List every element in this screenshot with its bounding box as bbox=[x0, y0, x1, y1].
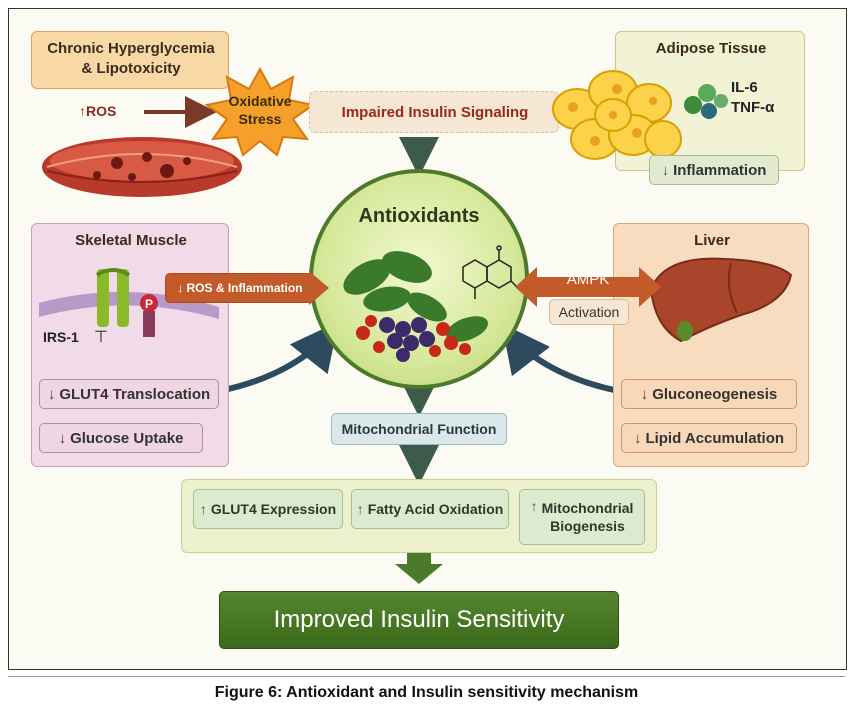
liver-title: Liver bbox=[694, 232, 730, 249]
inflammation-box: ↓Inflammation bbox=[649, 155, 779, 185]
glucose-uptake-box: ↓Glucose Uptake bbox=[39, 423, 203, 453]
arrow-down-icon: ↓ bbox=[633, 429, 642, 447]
arrow-down-icon: ↓ bbox=[47, 385, 56, 403]
ros-label: ↑ROS bbox=[79, 103, 117, 119]
hyperglycemia-box: Chronic Hyperglycemia & Lipotoxicity bbox=[31, 31, 229, 89]
result-label: Improved Insulin Sensitivity bbox=[273, 606, 565, 633]
il6-label: IL-6 bbox=[731, 79, 758, 96]
hyperglycemia-line2: & Lipotoxicity bbox=[81, 60, 181, 77]
ampk-label: AMPK bbox=[566, 271, 610, 288]
skeletal-muscle-title: Skeletal Muscle bbox=[75, 232, 187, 249]
arrow-up-icon: ↑ bbox=[530, 498, 538, 514]
impaired-signaling-label: Impaired Insulin Signaling bbox=[341, 104, 529, 121]
liver-to-antioxidant-arrow bbox=[501, 323, 620, 394]
result-arrow bbox=[395, 544, 443, 584]
activation-box: Activation bbox=[549, 299, 629, 325]
tnf-label: TNF-α bbox=[731, 99, 775, 116]
mitochondrial-function-box: Mitochondrial Function bbox=[331, 413, 507, 445]
chemical-structure-icon bbox=[462, 245, 518, 299]
arrow-up-icon: ↑ bbox=[199, 501, 207, 517]
hyperglycemia-line1: Chronic Hyperglycemia bbox=[47, 40, 215, 57]
mitochondrial-biogenesis-line1: Mitochondrial bbox=[541, 500, 634, 516]
inhibit-icon: ⊤ bbox=[94, 329, 108, 346]
glut4-expression-box: ↑GLUT4 Expression bbox=[193, 489, 343, 529]
result-box: Improved Insulin Sensitivity bbox=[219, 591, 619, 649]
berries-and-leaves-image bbox=[343, 251, 489, 362]
oxidative-stress-line1: Oxidative bbox=[228, 93, 292, 109]
arrow-down-icon: ↓ bbox=[58, 429, 67, 447]
ampk-double-arrow bbox=[515, 267, 661, 307]
fatty-acid-oxidation-box: ↑Fatty Acid Oxidation bbox=[351, 489, 509, 529]
irs1-label: IRS-1 bbox=[43, 329, 79, 345]
caption-rule bbox=[8, 676, 845, 677]
gluconeogenesis-box: ↓Gluconeogenesis bbox=[621, 379, 797, 409]
cytokine-molecules-icon bbox=[684, 84, 728, 119]
glut4-translocation-box: ↓GLUT4 Translocation bbox=[39, 379, 219, 409]
arrow-up-icon: ↑ bbox=[79, 103, 86, 119]
figure-caption: Figure 6: Antioxidant and Insulin sensit… bbox=[214, 684, 639, 701]
oxidative-stress-line2: Stress bbox=[238, 111, 282, 127]
adipocyte-cluster-image bbox=[552, 70, 682, 160]
arrow-down-icon: ↓ bbox=[177, 281, 184, 295]
diagram-frame: Chronic Hyperglycemia & Lipotoxicity ↑RO… bbox=[8, 8, 847, 670]
lipid-accumulation-box: ↓Lipid Accumulation bbox=[621, 423, 797, 453]
arrow-up-icon: ↑ bbox=[356, 501, 364, 517]
oxidative-stress-burst bbox=[205, 67, 315, 157]
impaired-signaling-band: Impaired Insulin Signaling bbox=[309, 91, 559, 133]
ros-arrowhead bbox=[309, 271, 329, 305]
arrow-down-icon: ↓ bbox=[640, 385, 649, 403]
mitochondrial-function-label: Mitochondrial Function bbox=[341, 421, 497, 437]
antioxidants-title: Antioxidants bbox=[358, 205, 480, 227]
ros-inflammation-arrow-label: ↓ROS & Inflammation bbox=[165, 273, 315, 303]
mitochondrial-biogenesis-line2: Biogenesis bbox=[550, 518, 625, 534]
arrow-down-icon: ↓ bbox=[661, 161, 670, 179]
inflammation-label: Inflammation bbox=[673, 161, 767, 179]
connector-layer bbox=[111, 96, 727, 584]
muscle-fiber-image bbox=[42, 137, 242, 197]
mitochondrial-biogenesis-box: ↑ Mitochondrial Biogenesis bbox=[519, 489, 645, 545]
activation-label: Activation bbox=[558, 304, 620, 320]
adipose-title: Adipose Tissue bbox=[655, 40, 767, 57]
liver-organ-image bbox=[649, 257, 793, 343]
p-letter: P bbox=[145, 297, 153, 311]
muscle-to-antioxidant-arrow bbox=[218, 321, 339, 394]
